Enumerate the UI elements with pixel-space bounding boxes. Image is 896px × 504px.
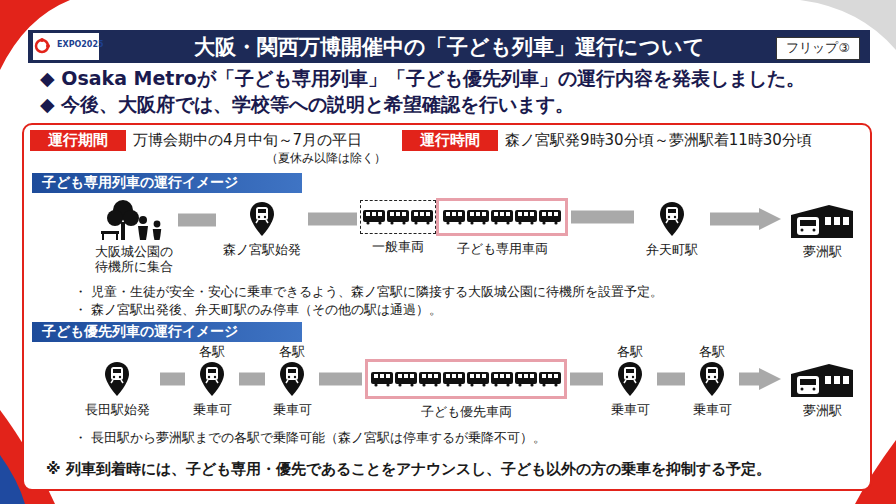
node-label: 各駅: [617, 344, 643, 360]
logo-text: EXPO2025: [57, 40, 104, 49]
note-text: ・ 森ノ宮駅出発後、弁天町駅のみ停車（その他の駅は通過）。: [74, 302, 442, 319]
slide-title: 大阪・関西万博開催中の「子ども列車」運行について: [194, 33, 705, 61]
tag-text: 運行期間: [34, 131, 122, 150]
child-car-box: [365, 359, 567, 399]
train-node: 一般車両: [360, 200, 436, 256]
flow-arrow: [160, 373, 185, 386]
train-cars: [363, 209, 433, 225]
flow-arrow: [178, 214, 216, 227]
footnote-text: ※ 列車到着時には、子ども専用・優先であることをアナウンスし、子ども以外の方の乗…: [46, 460, 771, 479]
node-label: 夢洲駅: [803, 243, 842, 261]
tag-box: 運行期間: [30, 130, 126, 151]
period-text: 万博会期中の4月中旬～7月の平日: [133, 131, 362, 150]
station-node: 各駅乗車可: [688, 344, 736, 419]
bullet-text: ◆ 今後、大阪府では、学校等への説明と希望確認を行います。: [40, 92, 574, 118]
station-node: 各駅乗車可: [268, 344, 316, 419]
train-node: 子ども優先車両: [365, 359, 567, 421]
node-label: 各駅: [199, 344, 225, 360]
flow-arrow: [710, 213, 759, 226]
station-node: 弁天町駅: [637, 201, 707, 259]
terminal-node: 夢洲駅: [784, 201, 860, 261]
node-label: 森ノ宮駅始発: [223, 241, 301, 259]
node-label: 子ども専用車両: [457, 240, 548, 258]
tag-text: 運行時間: [406, 131, 494, 150]
station-node: 各駅乗車可: [188, 344, 236, 419]
header-text: 子ども専用列車の運行イメージ: [42, 174, 292, 192]
flow-arrow: [308, 213, 357, 226]
station-node: 長田駅始発: [77, 361, 157, 419]
flow-arrow: [739, 373, 759, 386]
terminal-node: 夢洲駅: [784, 360, 860, 420]
station-node: 各駅乗車可: [606, 344, 654, 419]
station-pin-icon: [617, 361, 643, 397]
general-car-box: [360, 200, 436, 234]
node-label: 各駅: [699, 344, 725, 360]
train-cars: [371, 371, 561, 387]
child-car-box: [436, 198, 568, 236]
logo-dot: [46, 44, 50, 48]
time-text: 森ノ宮駅発9時30分頃～夢洲駅着11時30分頃: [505, 131, 812, 150]
station-pin-icon: [279, 361, 305, 397]
flip-badge: フリップ③: [776, 37, 860, 60]
station-node: 森ノ宮駅始発: [219, 201, 305, 259]
station-pin-icon: [199, 361, 225, 397]
header-text: 子ども優先列車の運行イメージ: [42, 323, 292, 341]
flow-arrow: [657, 373, 685, 386]
train-node: 子ども専用車両: [436, 198, 568, 258]
flow-arrow: [239, 373, 265, 386]
bullet-text: ◆ Osaka Metroが「子ども専用列車」「子ども優先列車」の運行内容を発表…: [40, 66, 805, 92]
station-pin-icon: [659, 201, 685, 237]
flip-text: フリップ③: [781, 40, 855, 57]
park-icon: [97, 198, 171, 242]
node-label: 長田駅始発: [85, 401, 150, 419]
tag-box: 運行時間: [402, 130, 498, 151]
node-label: 夢洲駅: [803, 402, 842, 420]
section-header: 子ども優先列車の運行イメージ: [32, 322, 302, 342]
note-text: ・ 児童・生徒が安全・安心に乗車できるよう、森ノ宮駅に隣接する大阪城公園に待機所…: [74, 284, 663, 301]
logo-dot: [40, 38, 44, 42]
station-pin-icon: [249, 201, 275, 237]
note-text: ・ 長田駅から夢洲駅までの各駅で乗降可能（森ノ宮駅は停車するが乗降不可）。: [74, 430, 546, 447]
node-label: 各駅: [279, 344, 305, 360]
station-pin-icon: [104, 361, 130, 397]
flow-arrow: [570, 373, 603, 386]
flow-arrow: [571, 211, 634, 224]
period-note: （夏休み以降は除く）: [266, 150, 386, 167]
park-node: 大阪城公園の 待機所に集合: [93, 198, 175, 274]
node-label: 大阪城公園の 待機所に集合: [94, 244, 174, 274]
node-label: 乗車可: [611, 401, 650, 419]
terminal-station-icon: [789, 201, 855, 239]
section-header: 子ども専用列車の運行イメージ: [32, 173, 302, 193]
terminal-station-icon: [789, 360, 855, 398]
train-cars: [443, 209, 561, 225]
node-label: 乗車可: [273, 401, 312, 419]
node-label: 一般車両: [372, 238, 424, 256]
title-bar: 大阪・関西万博開催中の「子ども列車」運行について: [28, 30, 870, 63]
node-label: 子ども優先車両: [421, 403, 512, 421]
flow-arrow: [319, 373, 362, 386]
node-label: 弁天町駅: [646, 241, 698, 259]
node-label: 乗車可: [693, 401, 732, 419]
station-pin-icon: [699, 361, 725, 397]
node-label: 乗車可: [193, 401, 232, 419]
